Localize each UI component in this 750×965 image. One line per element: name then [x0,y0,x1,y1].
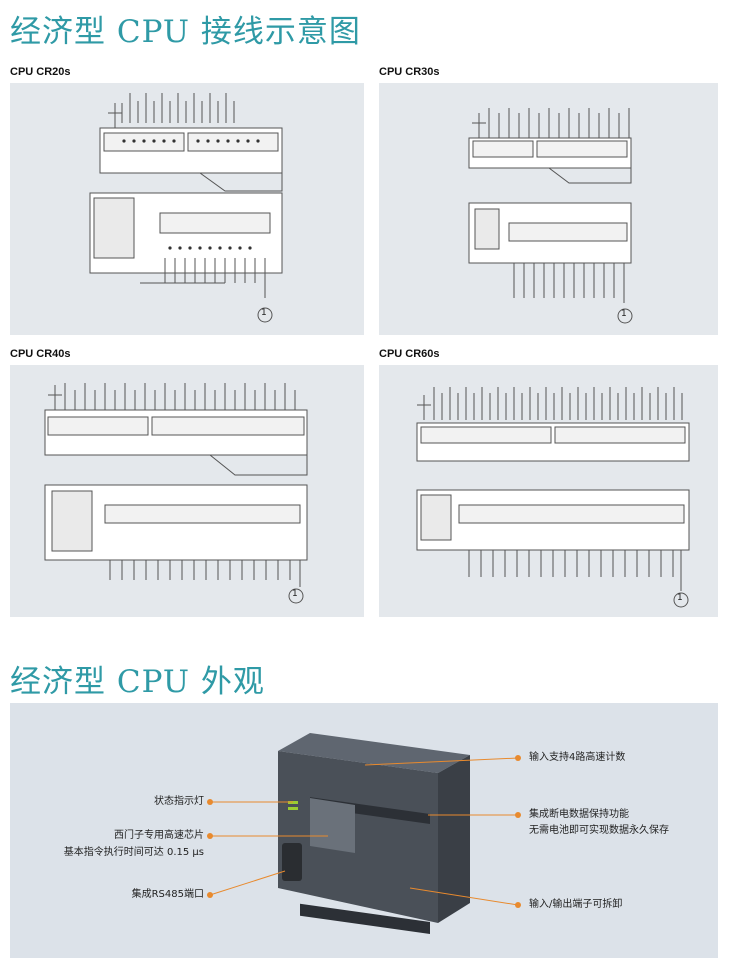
callout-status-led: 状态指示灯 [154,796,204,807]
reference-number-1: 1 [292,589,298,599]
callout-input-counter: 输入支持4路高速计数 [529,752,626,763]
appearance-section-title: 经济型 CPU 外观 [10,664,265,700]
wiring-diagram-cr40s: 1 [10,365,364,617]
callout-chip-line2: 基本指令执行时间可达 0.15 μs [63,847,204,858]
reference-number-1: 1 [261,308,267,318]
callout-terminals: 输入/输出端子可拆卸 [529,899,623,910]
callout-retain-line1: 集成断电数据保持功能 [529,809,629,820]
callout-rs485-port: 集成RS485端口 [131,889,204,900]
cpu-appearance-panel: 状态指示灯 西门子专用高速芯片 基本指令执行时间可达 0.15 μs 集成RS4… [10,703,718,958]
wiring-diagram-cr30s: 1 [379,83,718,335]
panel-label-cr60s: CPU CR60s [379,348,440,360]
reference-number-1: 1 [621,309,627,319]
reference-number-1: 1 [677,593,683,603]
panel-label-cr20s: CPU CR20s [10,66,71,78]
panel-label-cr30s: CPU CR30s [379,66,440,78]
wiring-diagram-cr60s: 1 [379,365,718,617]
wiring-diagram-cr20s: 1 [10,83,364,335]
cpu-device-illustration [207,733,521,935]
callout-retain-line2: 无需电池即可实现数据永久保存 [529,825,669,836]
callout-chip-line1: 西门子专用高速芯片 [114,830,204,841]
wiring-section-title: 经济型 CPU 接线示意图 [10,14,361,50]
panel-label-cr40s: CPU CR40s [10,348,71,360]
